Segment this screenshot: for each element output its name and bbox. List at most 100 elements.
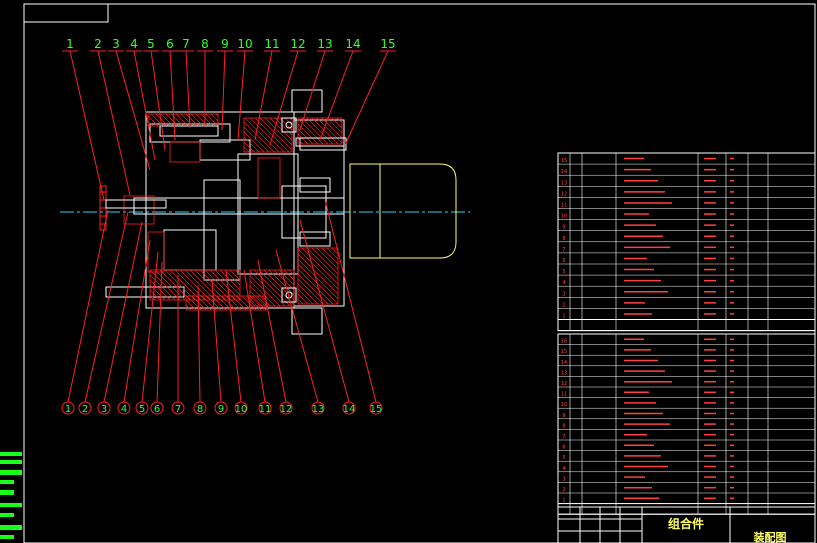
part-label-bottom: 12 <box>280 404 293 415</box>
label-balloon <box>369 401 383 415</box>
table-row-number: 16 <box>561 339 567 345</box>
hatch-line <box>278 269 295 286</box>
part-label-top: 3 <box>112 37 120 51</box>
label-balloon <box>234 401 248 415</box>
hatch-line <box>199 269 231 301</box>
table-row-number: 9 <box>562 413 565 419</box>
hatch-line <box>316 247 339 270</box>
bolts <box>105 125 345 209</box>
hatch-line <box>169 269 201 301</box>
leader-line <box>237 50 246 141</box>
table-row-number: 15 <box>561 158 567 164</box>
leader-line <box>243 269 266 403</box>
hatch-line <box>249 275 281 307</box>
hatch-line <box>216 295 232 311</box>
part-label-top: 6 <box>166 37 174 51</box>
hatch-line <box>205 113 219 127</box>
part-label-top: 10 <box>237 37 252 51</box>
table-row-number: 13 <box>561 180 567 186</box>
part-label-top: 4 <box>130 37 138 51</box>
part-label-bottom: 1 <box>65 404 71 415</box>
hatch-line <box>189 269 221 301</box>
table-row-number: 10 <box>561 214 567 220</box>
hatch-line <box>259 117 293 151</box>
hatch-line <box>297 133 309 145</box>
part-label-bottom: 7 <box>175 404 181 415</box>
hatch-line <box>331 117 343 129</box>
part-label-top: 9 <box>221 37 229 51</box>
leader-lines-bottom <box>67 199 377 403</box>
hatch-line <box>229 269 241 281</box>
drawing-frame <box>23 3 816 543</box>
hatch-line <box>306 117 334 145</box>
title-drawing: 装配图 <box>753 530 787 543</box>
table-row-number: 15 <box>561 349 567 355</box>
hatch-line <box>149 269 181 301</box>
table-row-number: 14 <box>561 169 567 175</box>
label-balloon <box>117 401 131 415</box>
part-label-top: 2 <box>94 37 102 51</box>
leader-line <box>185 50 191 129</box>
part-label-bottom: 14 <box>343 404 356 415</box>
hatch-line <box>196 295 212 311</box>
part-label-bottom: 15 <box>370 404 383 415</box>
hatch-line <box>243 131 265 153</box>
part-label-bottom: 8 <box>197 404 203 415</box>
hatch-line <box>185 304 192 311</box>
hatch-line <box>243 146 250 153</box>
bearings <box>281 117 331 303</box>
hatch-line <box>297 288 314 305</box>
label-balloon <box>214 401 228 415</box>
part-label-bottom: 4 <box>121 404 127 415</box>
title-block <box>557 506 816 543</box>
hatch-line <box>210 113 219 122</box>
hatch-line <box>297 298 304 305</box>
left-margin-tabs <box>0 452 22 539</box>
pump-section-view <box>60 89 470 335</box>
leader-line <box>225 269 242 403</box>
leader-line <box>197 284 201 403</box>
hatch-line <box>179 269 211 301</box>
table-row-number: 6 <box>562 258 565 264</box>
hatch-line <box>209 269 241 301</box>
label-balloon <box>171 401 185 415</box>
table-row-number: 10 <box>561 402 567 408</box>
part-label-top: 5 <box>147 37 155 51</box>
part-label-bottom: 6 <box>154 404 160 415</box>
leader-line <box>221 50 226 131</box>
leader-line <box>344 50 389 146</box>
table-header <box>557 503 816 515</box>
part-label-top: 13 <box>317 37 332 51</box>
hatch-line <box>297 138 304 145</box>
label-balloon <box>193 401 207 415</box>
hatch-line <box>249 270 286 307</box>
hatch-line <box>154 269 186 301</box>
hatch-line <box>243 126 270 153</box>
hatch-line <box>297 293 309 305</box>
hatch-line <box>194 269 226 301</box>
table-row-number: 8 <box>562 236 565 242</box>
hatch-line <box>249 117 285 153</box>
table-header <box>557 319 816 332</box>
leader-line <box>141 251 159 403</box>
table-row-number: 8 <box>562 423 565 429</box>
leader-line <box>269 50 299 146</box>
part-label-bottom: 2 <box>82 404 88 415</box>
hatch-line <box>219 269 241 291</box>
leader-line <box>257 259 287 403</box>
hatch-line <box>297 273 329 305</box>
hatch-line <box>149 279 171 301</box>
label-balloon <box>150 401 164 415</box>
hatch-line <box>321 247 339 265</box>
table-row-number: 1 <box>562 314 565 320</box>
leader-line <box>69 50 105 201</box>
part-label-top: 15 <box>380 37 395 51</box>
table-row-number: 14 <box>561 360 567 366</box>
hatch-line <box>258 269 295 306</box>
hatch-line <box>243 136 260 153</box>
leader-line <box>211 279 222 403</box>
hatch-line <box>190 113 204 127</box>
hatch-line <box>254 117 290 153</box>
hatch-line <box>170 113 184 127</box>
